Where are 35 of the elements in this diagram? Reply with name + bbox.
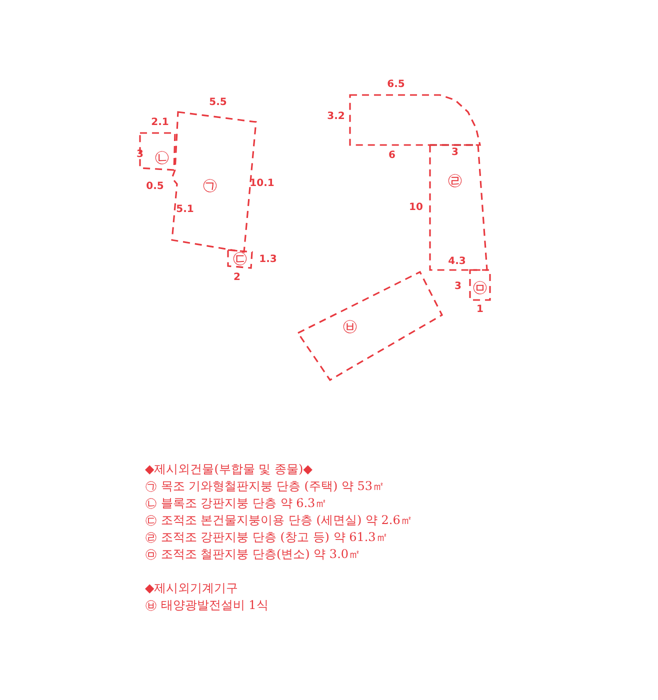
note-text: ㉠ 목조 기와형철판지붕 단층 (주택) 약 53㎡ [145, 479, 385, 493]
building-mark: ㉢ [232, 250, 248, 266]
dimension-label: 1 [476, 304, 484, 316]
dimension-label: 10 [409, 202, 423, 214]
note-text: ㉡ 블록조 강판지붕 단층 약 6.3㎡ [145, 496, 328, 510]
building-mark: ㉠ [202, 177, 218, 193]
dimension-label: 6.5 [387, 79, 405, 91]
dimension-label: 0.5 [146, 181, 164, 193]
building-outline [429, 144, 488, 271]
dimension-label: 10.1 [250, 178, 274, 190]
dimension-label: 1.3 [259, 254, 277, 266]
note-text: ㉣ 조적조 강판지붕 단층 (창고 등) 약 61.3㎡ [145, 530, 388, 544]
building-mark: ㉣ [448, 172, 462, 188]
building-mark: ㉤ [472, 279, 488, 295]
dimension-label: 3.2 [327, 111, 345, 123]
section-heading: ◆제시외건물(부합물 및 종물)◆ [145, 462, 312, 476]
building-outline [227, 249, 253, 269]
dimension-label: 3 [454, 281, 462, 293]
building-outline [469, 269, 491, 301]
building-outline [139, 132, 176, 171]
building-outline [297, 271, 443, 381]
dimension-label: 5.5 [209, 97, 227, 109]
dimension-label: 3 [452, 147, 458, 159]
note-text: ㉥ 태양광발전설비 1식 [145, 598, 268, 612]
dimension-label: 5.1 [176, 204, 194, 216]
dimension-label: 2.1 [151, 117, 169, 129]
building-mark: ㉡ [154, 149, 170, 165]
building-mark: ㉥ [342, 318, 358, 334]
note-text: ㉢ 조적조 본건물지붕이용 단층 (세면실) 약 2.6㎡ [145, 513, 412, 527]
note-text: ㉤ 조적조 철판지붕 단층(변소) 약 3.0㎡ [145, 547, 361, 561]
section-heading: ◆제시외기계기구 [145, 581, 238, 595]
building-outline [349, 94, 481, 146]
dimension-label: 2 [234, 272, 240, 284]
dimension-label: 6 [388, 150, 396, 162]
dimension-label: 4.3 [448, 256, 466, 268]
